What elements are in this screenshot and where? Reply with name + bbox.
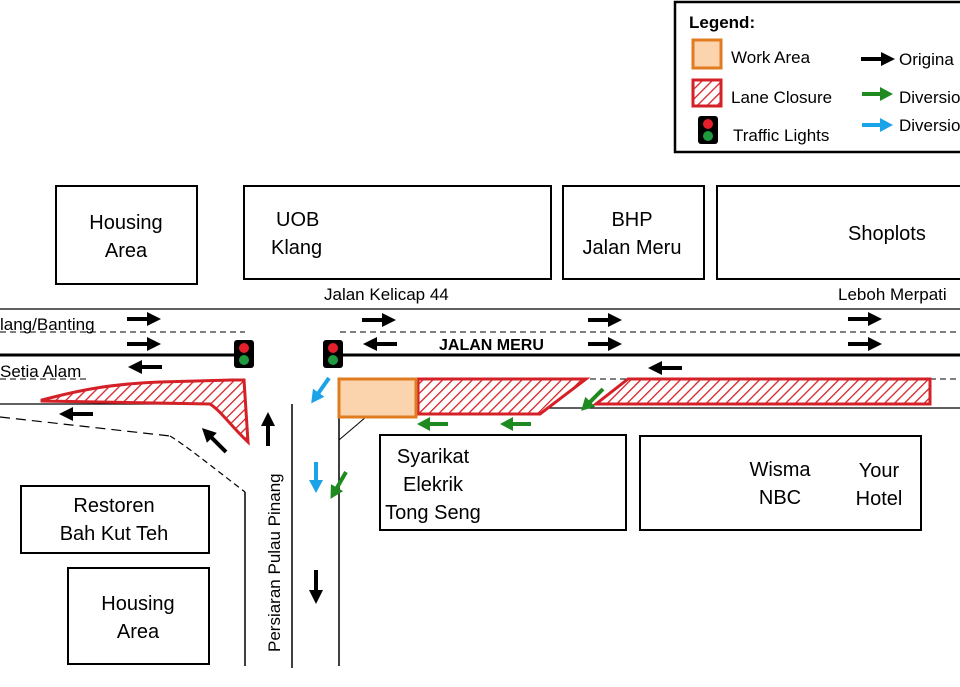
legend-title: Legend: [689,13,755,32]
legend-diversion-blue: Diversio [899,116,960,135]
arrow-up-icon [259,410,277,448]
road-label-jalan-meru: JALAN MERU [439,337,544,354]
lane-closure-right [591,377,932,406]
building-label: Elekrik [403,474,464,496]
arrow-right-icon [846,310,884,328]
building-label: Wisma [749,459,811,481]
building-label: Jalan Meru [583,237,682,259]
road-label-leboh-merpati: Leboh Merpati [838,285,947,304]
arrow-left-icon [646,359,684,377]
arrow-right-icon [586,311,624,329]
arrow-left-icon [361,335,399,353]
building-label: Area [117,621,160,643]
arrow-up-left-icon [197,423,231,457]
building-label: Area [105,240,148,262]
building-label: Bah Kut Teh [60,523,169,545]
building-label: Hotel [856,488,903,510]
building-restoren: Restoren Bah Kut Teh [20,485,210,554]
building-label: Housing [89,212,162,234]
work-area-swatch [691,38,723,70]
blue-arrow-icon [307,460,325,495]
traffic-light-icon [323,340,343,368]
blue-arrow-icon [303,371,337,410]
building-label: UOB [276,209,319,231]
traffic-light-icon [234,340,254,368]
building-label: NBC [759,487,801,509]
building-uob: UOB Klang [243,185,552,280]
road-label-persiaran: Persiaran Pulau Pinang [265,473,284,652]
building-label: Klang [271,237,322,259]
building-label: BHP [611,209,652,231]
lane-closure-left [40,378,250,446]
building-housing-bottom: Housing Area [67,567,210,665]
legend-work-area: Work Area [731,48,811,67]
building-label: Syarikat [397,446,470,468]
arrow-right-icon [586,335,624,353]
road-label-setia-alam: Setia Alam [0,362,81,381]
building-housing-top: Housing Area [55,185,198,285]
green-arrow-icon [498,415,533,433]
green-arrow-icon [415,415,450,433]
road-label-jalan-kelicap: Jalan Kelicap 44 [324,285,449,304]
work-area [337,377,418,419]
lane-closure-middle [416,377,591,416]
legend: Legend: Work Area Lane Closure Traffic L… [673,0,960,154]
arrow-left-icon [57,405,95,423]
blue-diversion-arrows [303,371,337,495]
arrow-right-icon [125,310,163,328]
legend-box [673,0,960,154]
legend-traffic-lights: Traffic Lights [733,126,829,145]
arrow-down-icon [307,568,325,606]
building-syarikat: Syarikat Elekrik Tong Seng [379,434,627,531]
traffic-light-icon [698,116,718,144]
legend-diversion-green: Diversio [899,88,960,107]
building-label: Restoren [73,495,154,517]
arrow-right-icon [360,311,398,329]
building-wisma-nbc: Wisma NBC Your Hotel [639,435,922,531]
building-label: Your [859,460,900,482]
lane-closure-swatch [691,78,723,108]
building-label: Shoplots [848,223,926,245]
building-bhp: BHP Jalan Meru [562,185,705,280]
building-shoplots: Shoplots [716,185,960,280]
building-label: Tong Seng [385,502,481,524]
arrow-right-icon [125,335,163,353]
legend-lane-closure: Lane Closure [731,88,832,107]
arrow-left-icon [126,358,164,376]
arrow-right-icon [846,335,884,353]
building-label: Housing [101,593,174,615]
road-label-klang-banting: lang/Banting [0,315,95,334]
legend-original: Origina [899,50,954,69]
